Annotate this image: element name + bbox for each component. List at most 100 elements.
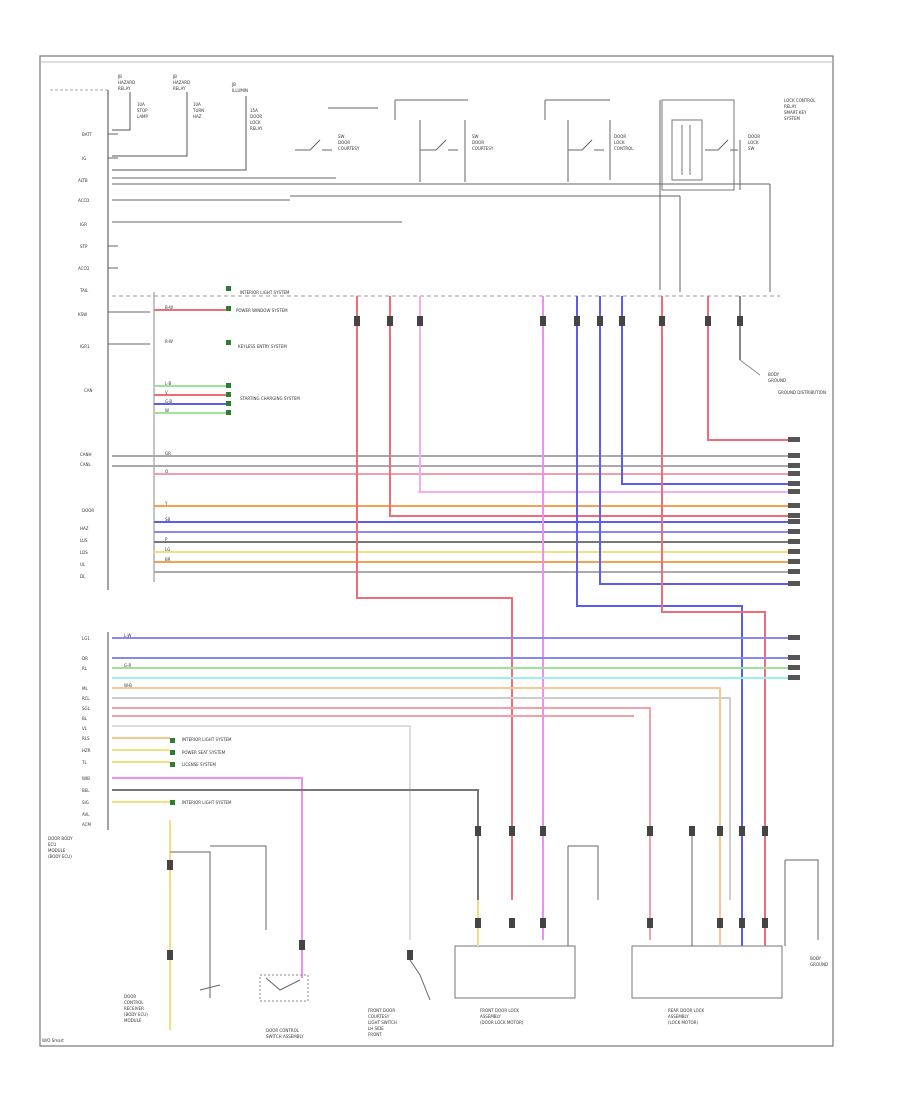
system-note-7: INTERIOR LIGHT SYSTEM (182, 800, 232, 805)
lower-horizontal-wires (112, 637, 800, 978)
front-lock-box (454, 945, 576, 999)
bottom-connector-blocks (167, 316, 768, 960)
top-bus-lines (112, 100, 771, 292)
switch-label-0-line-2: COURTESY (338, 146, 360, 151)
left-pin-15: LUS (80, 538, 88, 543)
wire-code-11: LG (165, 547, 170, 552)
lower-left-pins: LG1 DR RL ML RCL SGL BL VL RLS HZR TL WI… (81, 636, 91, 827)
left-pin-12: CANL (80, 462, 92, 467)
left-pin-16: LDS (80, 550, 88, 555)
front-lock-line-2: (DOOR LOCK MOTOR) (480, 1020, 524, 1025)
front-lamp-line-0: FRONT DOOR (368, 1008, 395, 1013)
left-pin-5: STP (80, 244, 88, 249)
left-pin-17: UL (80, 562, 86, 567)
top-right-label-3: SYSTEM (784, 116, 800, 121)
wire-code-4: G-B (165, 399, 172, 404)
wire-code-13: L-W (124, 633, 131, 638)
lower-pin-1: DR (82, 656, 88, 661)
switch-label-0-line-0: SW (338, 134, 345, 139)
wire-code-6: GR (165, 451, 171, 456)
left-pin-0: BATT (82, 132, 93, 137)
top-connector-0-line-2: RELAY (118, 86, 131, 91)
right-ground-0: BODY (768, 372, 780, 377)
front-lamp-line-2: LIGHT SWITCH (368, 1020, 397, 1025)
wire-code-2: L-B (165, 381, 171, 386)
switch-label-3-line-0: DOOR (748, 134, 760, 139)
wire-code-14: G-R (124, 663, 132, 668)
top-connector-1-line-0: JB (172, 74, 177, 79)
system-note-4: INTERIOR LIGHT SYSTEM (182, 737, 232, 742)
lower-pin-13: SIG (82, 800, 89, 805)
system-notes: INTERIOR LIGHT SYSTEM POWER WINDOW SYSTE… (182, 290, 826, 805)
left-side-label-0: DOOR BODY (48, 836, 73, 841)
fuse-1-line-1: TURN (192, 108, 204, 113)
top-right-label-0: LOCK CONTROL (784, 98, 816, 103)
top-right-label-1: RELAY (784, 104, 797, 109)
wire-code-5: W (165, 408, 169, 413)
door-switch-symbol (265, 977, 301, 991)
left-side-label-1: ECU (48, 842, 56, 847)
right-ground-1: GROUND (768, 378, 786, 383)
door-switch-line-1: SWITCH ASSEMBLY (266, 1034, 304, 1039)
diagram-frame (39, 55, 834, 1047)
left-pin-10: CAN (84, 388, 93, 393)
left-pin-13: DOOR (82, 508, 94, 513)
switch-label-2-line-0: DOOR (614, 134, 626, 139)
left-pin-3: ACCD (78, 198, 89, 203)
left-module-line-1: CONTROL (124, 1000, 144, 1005)
switch-label-1-line-0: SW (472, 134, 479, 139)
courtesy-switch-symbol (409, 959, 431, 1001)
fuse-1-line-2: HAZ (193, 114, 202, 119)
switch-label-0-line-1: DOOR (338, 140, 350, 145)
lower-pin-15: ACM (82, 822, 91, 827)
receiver-wire-c (210, 845, 267, 930)
switch-label-2-line-1: LOCK (614, 140, 625, 145)
fuse-labels: 10A STOP LAMP 10A TURN HAZ 15A DOOR LOCK… (137, 102, 263, 131)
left-module-line-0: DOOR (124, 994, 136, 999)
system-note-8: GROUND DISTRIBUTION (778, 390, 826, 395)
left-pin-4: IGR (80, 222, 87, 227)
left-pin-14: HAZ (80, 526, 89, 531)
fuse-2-line-2: LOCK (250, 120, 261, 125)
rear-lock-line-2: (LOCK MOTOR) (668, 1020, 698, 1025)
lower-pin-12: BEL (82, 788, 90, 793)
fuse-drops (112, 92, 247, 171)
receiver-wire-b (170, 851, 211, 998)
left-pin-2: ALTB (78, 178, 88, 183)
corner-label: W/O Smart (42, 1038, 64, 1043)
horizontal-wires (112, 455, 800, 573)
left-module-line-4: MODULE (124, 1018, 142, 1023)
left-pin-9: IGR1 (80, 344, 90, 349)
system-note-3: STARTING CHARGING SYSTEM (240, 396, 300, 401)
left-colored-stubs (154, 309, 226, 414)
system-note-0: INTERIOR LIGHT SYSTEM (240, 290, 290, 295)
switch-label-2-line-2: CONTROL (614, 146, 634, 151)
top-connector-0-line-1: HAZARD (118, 80, 135, 85)
wire-code-15: W-B (124, 683, 132, 688)
switch-label-3-line-1: LOCK (748, 140, 759, 145)
lower-pin-9: HZR (82, 748, 91, 753)
lower-pin-0: LG1 (82, 636, 90, 641)
body-ground-line-0: BODY (810, 956, 822, 961)
fuse-0-line-0: 10A (137, 102, 145, 107)
system-note-5: POWER SEAT SYSTEM (182, 750, 226, 755)
lower-pin-8: RLS (82, 736, 90, 741)
top-connector-0-line-0: JB (117, 74, 122, 79)
left-side-label-3: (BODY ECU) (48, 854, 72, 859)
fuse-2-line-0: 15A (250, 108, 258, 113)
left-pin-6: ACCD (78, 266, 89, 271)
wire-code-10: P (165, 537, 168, 542)
front-lock-line-0: FRONT DOOR LOCK (480, 1008, 519, 1013)
lower-pin-3: ML (82, 686, 88, 691)
fuse-0-line-2: LAMP (137, 114, 149, 119)
body-ground-line-1: GROUND (810, 962, 828, 967)
front-lamp-line-3: LH SIDE (368, 1026, 384, 1031)
wire-code-7: O (165, 469, 168, 474)
green-markers (170, 286, 231, 805)
fuse-2-line-3: RELAY (250, 126, 263, 131)
lower-pin-7: VL (82, 726, 88, 731)
lower-right-markers (788, 635, 800, 680)
fuse-0-line-1: STOP (137, 108, 148, 113)
switch-label-1-line-2: COURTESY (472, 146, 494, 151)
